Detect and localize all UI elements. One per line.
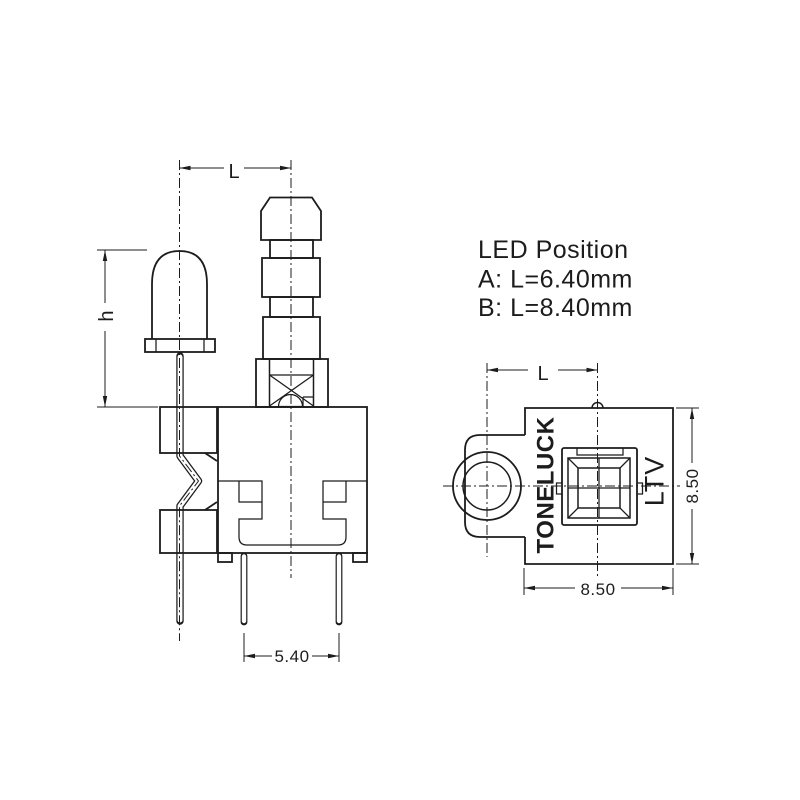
plunger-cap (260, 196, 322, 241)
collar-corner-detail (302, 396, 314, 407)
led-flange (144, 338, 216, 353)
dimension-body-width: 8.50 (524, 568, 673, 599)
led-centerline (179, 160, 200, 641)
led-bracket-lower (159, 509, 218, 554)
led-position-note: LED Position A: L=6.40mm B: L=8.40mm (478, 236, 633, 322)
switch-pins (240, 552, 343, 626)
dimension-pin-spacing: 5.40 (244, 633, 339, 666)
keycap-side-tabs (555, 482, 644, 495)
led-bracket-upper (159, 406, 218, 454)
keycap-top-recess (576, 448, 624, 456)
keycap-bevel-corners (567, 457, 631, 519)
note-option-a: A: L=6.40mm (478, 266, 633, 294)
model-marking: LTV (640, 456, 670, 507)
note-title: LED Position (478, 236, 629, 264)
extension-lines (97, 249, 158, 408)
dimension-label-L: L (537, 363, 548, 385)
dimension-led-height: h (96, 250, 158, 407)
dimension-led-offset-side: L (180, 161, 292, 183)
dimension-label-8.50-bottom: 8.50 (580, 580, 615, 599)
left-foot (217, 552, 233, 563)
body-internal-profile (218, 480, 367, 546)
body-internal-steps (238, 481, 347, 503)
dimension-led-offset-top: L (487, 363, 598, 385)
dimension-label-h: h (96, 310, 118, 321)
top-view: TONELUCK LTV L 8.50 8.50 (443, 363, 702, 599)
body-outline (217, 406, 368, 554)
bracket-chamfers (204, 452, 218, 511)
side-view: L h 5.40 (96, 160, 368, 666)
dimension-label-8.50-right: 8.50 (683, 468, 702, 503)
brand-marking: TONELUCK (533, 416, 560, 553)
dimension-label-L: L (228, 161, 239, 183)
collar-walls (268, 360, 315, 406)
led-lead (176, 352, 203, 625)
switch-body-side (159, 406, 368, 563)
plunger-collar (255, 358, 329, 408)
dimension-body-height: 8.50 (676, 408, 702, 564)
keycap-cross-lines (568, 458, 630, 518)
note-option-b: B: L=8.40mm (478, 294, 633, 322)
right-foot (352, 552, 368, 563)
led-flange-detail (155, 339, 205, 352)
dimension-label-5.40: 5.40 (274, 647, 309, 666)
